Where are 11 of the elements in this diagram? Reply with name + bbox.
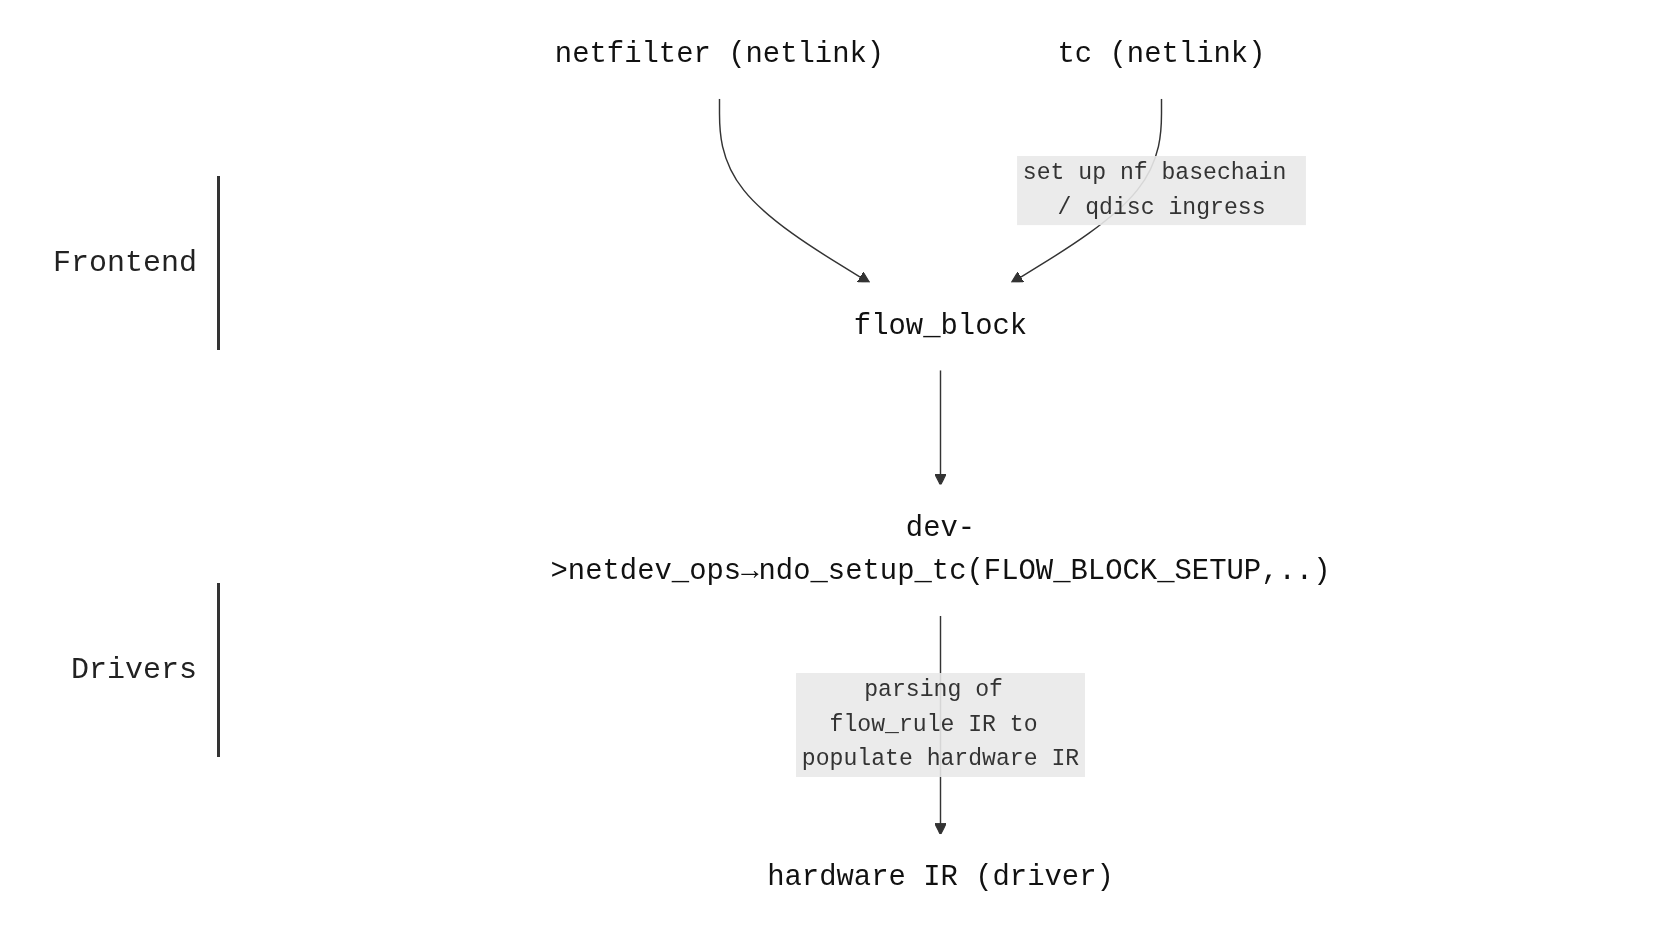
node-text: netfilter (netlink): [554, 37, 885, 71]
arrow: [934, 369, 947, 486]
edge-label: set up nf basechain / qdisc ingress: [1022, 160, 1287, 221]
node-text: hardware IR (driver): [767, 860, 1114, 894]
edge-label: parsing of flow_rule IR to populate hardware IR: [801, 677, 1080, 773]
node-text: tc (netlink): [1057, 37, 1266, 71]
node-text: dev->netdev_ops→ndo_setup_tc(FLOW_BLOCK_SETUP,..): [550, 511, 1331, 588]
node-text: flow_block: [853, 309, 1028, 343]
layer-label: Drivers: [0, 582, 220, 757]
layer-label: Frontend: [0, 176, 220, 351]
arrow: [718, 97, 871, 284]
